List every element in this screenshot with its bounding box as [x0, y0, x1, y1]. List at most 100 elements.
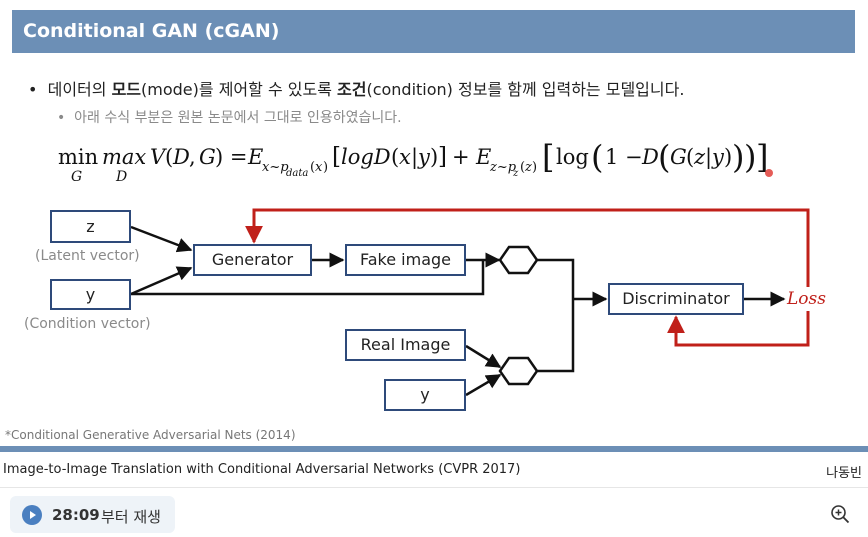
- svg-text:(: (: [591, 140, 603, 176]
- svg-text:): ): [430, 145, 438, 169]
- slide-bottom-rule: [0, 446, 868, 452]
- author-name: 나동빈: [826, 466, 862, 481]
- cursor-pointer-dot: [765, 169, 773, 177]
- slide: Conditional GAN (cGAN) • 데이터의 모드(mode)를 …: [0, 10, 868, 452]
- svg-text:max: max: [102, 145, 146, 169]
- svg-text:G: G: [71, 169, 82, 185]
- svg-text:D: D: [115, 169, 127, 185]
- loss-label: Loss: [787, 289, 826, 309]
- zoom-in-icon[interactable]: [830, 504, 850, 524]
- svg-text:G: G: [670, 145, 687, 169]
- diagram-connectors: [130, 208, 810, 397]
- svg-text:(: (: [658, 140, 670, 176]
- arrow-real-image-to-concat: [465, 344, 502, 369]
- svg-text:(: (: [391, 145, 399, 169]
- svg-text:|: |: [705, 145, 712, 170]
- svg-text:[: [: [542, 140, 554, 176]
- discriminator-box: Discriminator: [608, 283, 744, 315]
- player-controls: 28:09 부터 재생: [0, 488, 868, 537]
- bullet-text-2: (mode)를 제어할 수 있도록: [141, 80, 337, 99]
- real-image-box: Real Image: [345, 329, 466, 361]
- slide-title: Conditional GAN (cGAN): [23, 20, 280, 42]
- fake-image-box: Fake image: [345, 244, 466, 276]
- latent-vector-caption: (Latent vector): [35, 248, 140, 264]
- arrow-y2-to-concat: [465, 373, 502, 397]
- svg-text:+: +: [452, 145, 470, 169]
- svg-text:z: z: [693, 145, 706, 169]
- bullet-dot: •: [28, 80, 48, 99]
- svg-text:x~p: x~p: [262, 160, 289, 175]
- svg-text:]: ]: [756, 140, 768, 176]
- svg-text:1 −: 1 −: [605, 145, 643, 169]
- svg-text:z: z: [524, 160, 532, 175]
- lecture-title: Image-to-Image Translation with Conditio…: [3, 462, 521, 477]
- concat-hexagon-fake: [498, 245, 539, 275]
- svg-text:y: y: [417, 145, 431, 169]
- svg-text:E: E: [247, 145, 263, 169]
- bullet-text-3: (condition) 정보를 함께 입력하는 모델입니다.: [366, 80, 685, 99]
- y2-box: y: [384, 379, 466, 411]
- svg-text:(: (: [310, 160, 315, 175]
- lecture-info-row: Image-to-Image Translation with Conditio…: [0, 452, 868, 488]
- y-label: y: [85, 285, 96, 304]
- svg-text:D: D: [172, 145, 190, 169]
- play-icon: [22, 505, 42, 525]
- real-image-label: Real Image: [360, 335, 451, 354]
- svg-text:z~p: z~p: [489, 160, 517, 175]
- svg-text:logD: logD: [341, 145, 391, 169]
- svg-text:x: x: [315, 160, 323, 175]
- svg-text:z: z: [512, 168, 519, 179]
- z-label: z: [86, 217, 95, 236]
- y-box: y: [50, 279, 131, 310]
- z-box: z: [50, 210, 131, 243]
- y2-label: y: [420, 385, 430, 404]
- generator-label: Generator: [211, 250, 294, 269]
- bullet-sub-text: 아래 수식 부분은 원본 논문에서 그대로 인용하였습니다.: [74, 110, 402, 126]
- svg-text:]: ]: [438, 144, 447, 170]
- line-concat-join: [537, 258, 575, 373]
- svg-text:[: [: [332, 144, 341, 170]
- arrow-y-to-generator: [130, 266, 193, 296]
- citation: *Conditional Generative Adversarial Nets…: [5, 428, 296, 442]
- feedback-arrow-generator: [245, 208, 810, 287]
- bullet-bold-condition: 조건: [337, 80, 367, 99]
- svg-text:): ): [323, 160, 328, 175]
- bullet-bold-mode: 모드: [111, 80, 142, 99]
- generator-box: Generator: [193, 244, 312, 276]
- fake-image-label: Fake image: [360, 250, 451, 269]
- condition-vector-caption: (Condition vector): [24, 316, 151, 332]
- svg-text:(: (: [165, 145, 173, 169]
- svg-text:(: (: [686, 145, 694, 169]
- svg-text:E: E: [475, 145, 491, 169]
- play-timestamp: 28:09: [52, 506, 100, 524]
- svg-text:,: ,: [189, 145, 196, 169]
- bullet-sub: • 아래 수식 부분은 원본 논문에서 그대로 인용하였습니다.: [57, 107, 402, 127]
- discriminator-label: Discriminator: [622, 289, 730, 308]
- slide-title-bar: Conditional GAN (cGAN): [12, 10, 855, 53]
- concat-hexagon-real: [498, 356, 539, 386]
- arrow-z-to-generator: [130, 225, 193, 253]
- svg-text:) =: ) =: [215, 145, 247, 169]
- svg-text:data: data: [286, 168, 308, 179]
- cgan-diagram: z (Latent vector) y (Condition vector) G…: [0, 195, 868, 425]
- feedback-arrow-discriminator: [667, 311, 810, 347]
- svg-text:min: min: [58, 145, 98, 169]
- svg-text:): ): [732, 140, 744, 176]
- line-y-to-join: [131, 260, 485, 296]
- bullet-sub-dot: •: [57, 110, 75, 126]
- svg-text:V: V: [150, 145, 167, 169]
- bullet-main: • 데이터의 모드(mode)를 제어할 수 있도록 조건(condition)…: [28, 76, 684, 100]
- svg-text:y: y: [711, 145, 725, 169]
- play-from-timestamp-button[interactable]: 28:09 부터 재생: [10, 496, 175, 533]
- svg-text:): ): [532, 160, 537, 175]
- svg-text:G: G: [199, 145, 216, 169]
- play-suffix-text: 부터 재생: [101, 508, 161, 526]
- svg-text:log: log: [556, 145, 589, 169]
- cgan-objective-formula: min G max D V ( D , G ) = E x~p data (x)…: [58, 140, 773, 185]
- svg-text:|: |: [411, 145, 418, 170]
- svg-text:D: D: [641, 145, 659, 169]
- svg-text:(: (: [520, 160, 525, 175]
- svg-text:x: x: [399, 145, 411, 169]
- svg-text:): ): [744, 140, 756, 176]
- svg-text:): ): [724, 145, 732, 169]
